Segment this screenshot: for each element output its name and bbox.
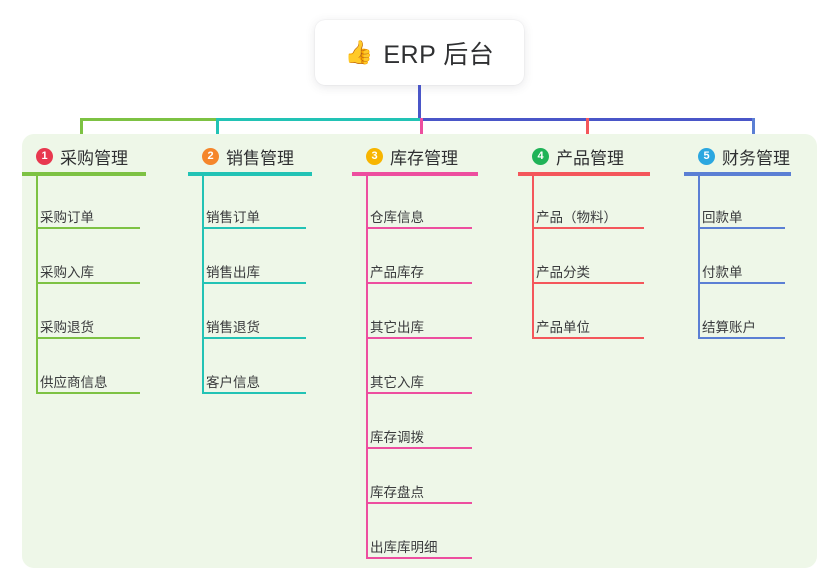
mindmap-panel: 1 采购管理采购订单采购入库采购退货供应商信息 2 销售管理销售订单销售出库销售退货客… [22, 134, 817, 568]
branch-drop-5 [752, 118, 755, 146]
leaf-item-underline [366, 392, 472, 394]
leaf-item-label[interactable]: 库存调拨 [370, 430, 424, 445]
leaf-item-label[interactable]: 销售出库 [206, 265, 260, 280]
leaf-item-label[interactable]: 仓库信息 [370, 210, 424, 225]
leaf-item-underline [36, 337, 140, 339]
leaf-item-label[interactable]: 出库库明细 [370, 540, 438, 555]
branch-title-4: 产品管理 [556, 149, 624, 168]
leaf-item-underline [36, 282, 140, 284]
leaf-item-underline [366, 447, 472, 449]
branch-spine-3 [366, 174, 368, 558]
branch-title-3: 库存管理 [390, 149, 458, 168]
leaf-item-underline [698, 227, 785, 229]
leaf-item-label[interactable]: 采购入库 [40, 265, 94, 280]
branch-column-2: 2 销售管理销售订单销售出库销售退货客户信息 [188, 134, 338, 568]
branch-title-1: 采购管理 [60, 149, 128, 168]
leaf-item-label[interactable]: 客户信息 [206, 375, 260, 390]
branch-title-5: 财务管理 [722, 149, 790, 168]
leaf-item-label[interactable]: 产品分类 [536, 265, 590, 280]
branch-drop-3 [420, 118, 423, 146]
branch-drop-1 [80, 118, 83, 146]
branch-spine-4 [532, 174, 534, 338]
branch-header-bar-3 [352, 172, 478, 176]
root-node-card[interactable]: 👍 ERP 后台 [315, 20, 524, 85]
leaf-item-label[interactable]: 销售退货 [206, 320, 260, 335]
leaf-item-label[interactable]: 供应商信息 [40, 375, 108, 390]
leaf-item-underline [532, 337, 644, 339]
branch-header-bar-4 [518, 172, 650, 176]
leaf-item-label[interactable]: 付款单 [702, 265, 743, 280]
leaf-item-label[interactable]: 采购退货 [40, 320, 94, 335]
leaf-item-underline [366, 282, 472, 284]
branch-title-2: 销售管理 [226, 149, 294, 168]
leaf-item-underline [202, 392, 306, 394]
leaf-item-underline [366, 557, 472, 559]
branch-column-1: 1 采购管理采购订单采购入库采购退货供应商信息 [22, 134, 172, 568]
branch-drop-4 [586, 118, 589, 146]
leaf-item-label[interactable]: 产品单位 [536, 320, 590, 335]
leaf-item-label[interactable]: 回款单 [702, 210, 743, 225]
leaf-item-underline [366, 227, 472, 229]
leaf-item-underline [366, 502, 472, 504]
branch-number-badge-2: 2 [202, 148, 219, 165]
branch-column-3: 3 库存管理仓库信息产品库存其它出库其它入库库存调拨库存盘点出库库明细 [352, 134, 504, 568]
root-trunk-connector [418, 85, 421, 118]
leaf-item-label[interactable]: 结算账户 [702, 320, 756, 335]
leaf-item-underline [202, 282, 306, 284]
branch-column-4: 4 产品管理产品（物料） 产品分类产品单位 [518, 134, 676, 568]
leaf-item-label[interactable]: 其它出库 [370, 320, 424, 335]
leaf-item-label[interactable]: 库存盘点 [370, 485, 424, 500]
thumbs-up-emoji: 👍 [344, 39, 374, 65]
branch-header-2[interactable]: 2 销售管理 [202, 144, 294, 169]
leaf-item-label[interactable]: 其它入库 [370, 375, 424, 390]
branch-header-bar-2 [188, 172, 312, 176]
bus-segment-1 [80, 118, 216, 121]
branch-number-badge-3: 3 [366, 148, 383, 165]
branch-header-4[interactable]: 4 产品管理 [532, 144, 624, 169]
leaf-item-underline [36, 227, 140, 229]
branch-header-3[interactable]: 3 库存管理 [366, 144, 458, 169]
leaf-item-underline [202, 227, 306, 229]
leaf-item-underline [532, 282, 644, 284]
leaf-item-underline [202, 337, 306, 339]
leaf-item-underline [532, 227, 644, 229]
leaf-item-underline [698, 337, 785, 339]
branch-header-1[interactable]: 1 采购管理 [36, 144, 128, 169]
branch-header-bar-1 [22, 172, 146, 176]
branch-header-5[interactable]: 5 财务管理 [698, 144, 790, 169]
leaf-item-underline [36, 392, 140, 394]
branch-number-badge-5: 5 [698, 148, 715, 165]
leaf-item-underline [366, 337, 472, 339]
branch-header-bar-5 [684, 172, 791, 176]
leaf-item-label[interactable]: 销售订单 [206, 210, 260, 225]
leaf-item-label[interactable]: 产品库存 [370, 265, 424, 280]
branch-number-badge-4: 4 [532, 148, 549, 165]
leaf-item-label[interactable]: 产品（物料） [536, 210, 617, 225]
branch-column-5: 5 财务管理回款单付款单结算账户 [684, 134, 817, 568]
bus-segment-2 [216, 118, 420, 121]
leaf-item-label[interactable]: 采购订单 [40, 210, 94, 225]
branch-drop-2 [216, 118, 219, 146]
leaf-item-underline [698, 282, 785, 284]
branch-spine-5 [698, 174, 700, 338]
root-node-title: ERP 后台 [383, 40, 495, 69]
branch-number-badge-1: 1 [36, 148, 53, 165]
